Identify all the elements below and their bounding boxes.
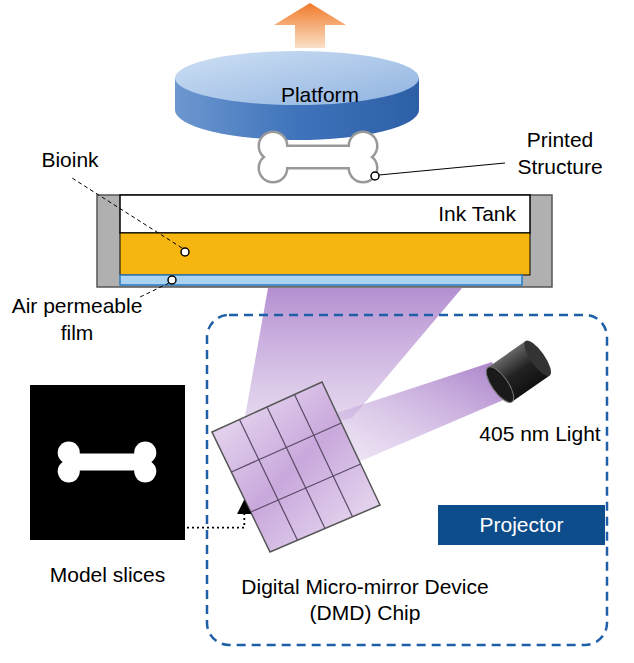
leader-dot [168, 276, 176, 284]
light-label: 405 nm Light [470, 420, 610, 447]
node-label: Projector [479, 512, 563, 538]
leader-line [72, 178, 182, 248]
bioink-label: Bioink [20, 146, 120, 173]
dotted-arrow [187, 501, 244, 528]
node-label: Digital Micro-mirror Device (DMD) Chip [215, 574, 515, 627]
ink-tank [97, 195, 552, 287]
leader-dot [181, 248, 189, 256]
platform-label-box: Platform [250, 78, 390, 112]
node-label: Platform [281, 82, 359, 108]
dmd-chip-box: Digital Micro-mirror Device (DMD) Chip [212, 382, 382, 552]
leader-dot [371, 172, 379, 180]
projector-region [207, 315, 607, 645]
printed-bone [260, 133, 376, 181]
projector-box: Projector [438, 505, 605, 545]
node-label: Model slices [5, 562, 210, 588]
light-source [481, 337, 555, 406]
slice-bone [58, 442, 157, 483]
node-label: Ink Tank [438, 201, 516, 227]
model-slice-box: Model slices [30, 385, 185, 540]
lift-arrow [274, 3, 346, 48]
slice-image [30, 385, 185, 540]
ink-tank-box: Ink Tank [120, 197, 530, 231]
mirror-grid [231, 395, 360, 541]
dmd-chip [212, 382, 380, 552]
film-label: Air permeable film [2, 292, 152, 347]
leader-line [138, 283, 169, 298]
platform-disk [175, 51, 419, 140]
structure-label: Printed Structure [500, 126, 620, 181]
leader-line [379, 163, 505, 175]
